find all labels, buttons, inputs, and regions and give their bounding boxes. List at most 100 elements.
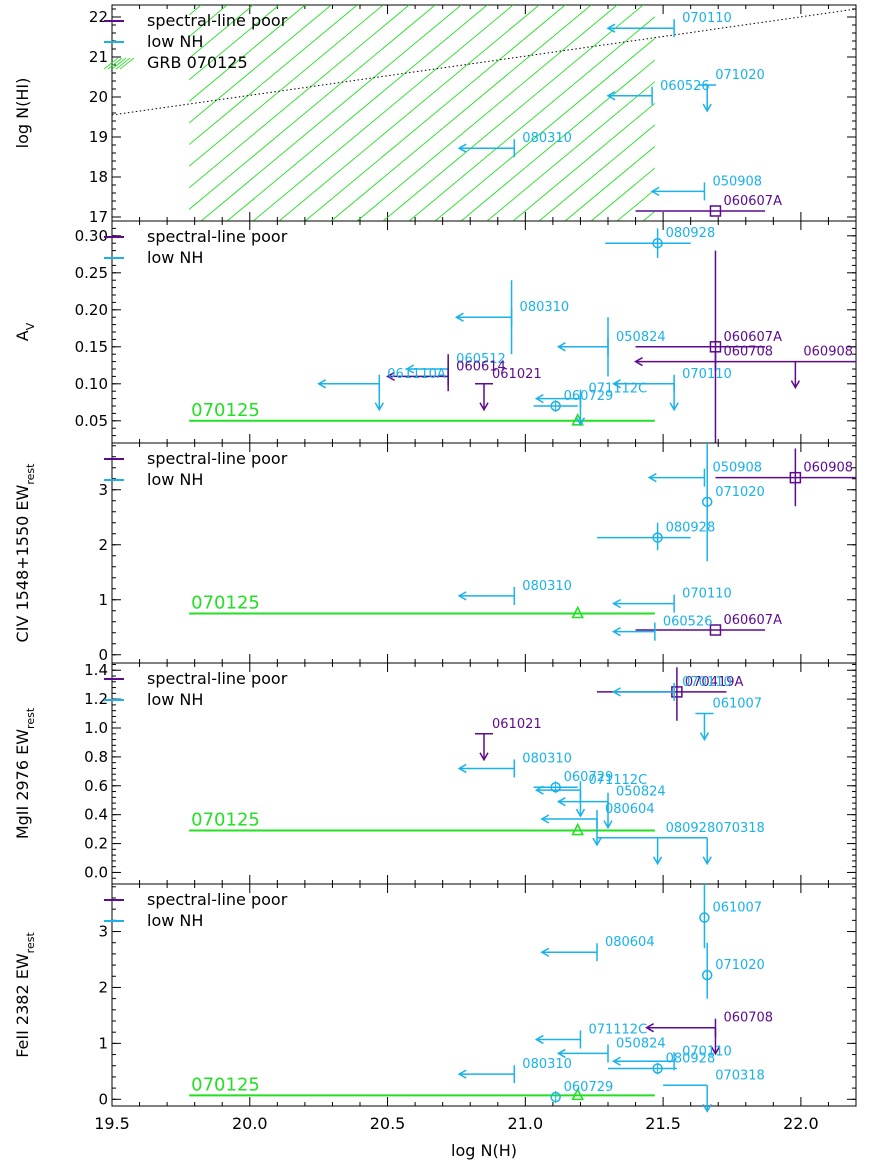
point-060729: 060729 [533,389,614,412]
left-arrow [454,312,464,322]
hatch-line [330,5,592,221]
down-arrow [699,732,710,742]
point-080928: 080928 [596,821,715,866]
y-axis-label: log N(HI) [13,78,32,149]
y-tick-label: 1.4 [84,661,108,679]
y-tick-label: 0 [98,1090,108,1108]
point-070110: 070110 [611,1044,732,1071]
point-050824: 050824 [556,785,666,830]
y-tick-label: 0.10 [75,375,108,393]
point-label: 070419A [685,675,744,690]
point-label: 071020 [715,485,765,500]
y-tick-label: 0.05 [75,412,108,430]
left-arrow [534,785,544,795]
point-071112C: 071112C [534,773,647,818]
hatch-lines [189,5,872,221]
point-060526: 060526 [611,615,712,641]
y-tick-label: 1.0 [84,719,108,737]
point-label: 080310 [522,579,572,594]
y-tick-label: 21 [89,48,108,66]
point-080928: 080928 [608,1052,715,1075]
point-080310: 080310 [457,751,572,778]
panel-av: 0.050.100.150.200.250.30AVspectral-line … [13,220,857,444]
hatch-line [189,5,436,210]
y-axis-label: CIV 1548+1550 EWrest [13,463,37,643]
hatch-line [189,5,410,189]
point-label: 080310 [520,300,570,315]
down-arrow [702,103,712,113]
point-060708: 060708 [645,1011,773,1056]
down-arrow [652,856,663,866]
y-tick-label: 0.0 [84,863,108,881]
point-label: 080310 [522,1057,572,1072]
x-tick-label: 20.0 [232,1114,268,1133]
point-080928: 080928 [596,521,715,551]
x-tick-label: 20.5 [370,1114,406,1133]
point-label: 060708 [723,1011,773,1026]
left-arrow [534,393,544,404]
point-label: 070318 [715,821,765,836]
legend-label-poor: spectral-line poor [147,11,288,30]
square-marker [709,341,722,353]
hatch-line [252,5,514,221]
y-axis-label: MgII 2976 EWrest [13,707,37,839]
point-label: 080604 [605,802,655,817]
point-label: 050824 [616,1036,666,1051]
point-061021: 061021 [475,717,542,762]
down-arrow [479,752,489,762]
point-label: 060607A [723,330,782,345]
point-label: 060729 [564,389,614,404]
x-tick-label: 19.5 [94,1114,130,1133]
left-arrow [405,364,415,374]
point-label: 071112C [588,1022,647,1037]
panel-frame [111,883,857,1107]
point-060729: 060729 [550,1080,613,1104]
hatch-line [512,102,655,221]
y-tick-label: 1 [98,1034,108,1052]
point-080604: 080604 [540,802,655,847]
y-tick-label: 3 [98,481,108,499]
y-tick-label: 0.20 [75,301,108,319]
y-tick-label: 22 [89,8,108,26]
point-080310: 080310 [457,1057,572,1084]
y-tick-label: 20 [89,88,108,106]
hatch-line [200,5,462,221]
point-label: 060708 [723,345,773,360]
point-label: 070110 [682,1044,732,1059]
left-arrow [645,1023,654,1033]
hatch-line [189,5,254,59]
left-arrow [611,626,621,637]
point-060908: 060908 [715,448,856,507]
point-label: 080310 [522,131,572,146]
y-axis-label: AV [13,322,37,341]
left-arrow [611,1056,621,1066]
hatch-line [590,167,655,221]
x-axis-label: log N(H) [451,1141,517,1160]
point-label: 061007 [712,697,762,712]
down-arrow [669,402,679,412]
hatch-line [382,5,644,221]
y-tick-label: 19 [89,128,108,146]
down-arrow [374,402,384,412]
x-tick-label: 21.5 [645,1114,681,1133]
dotted-reference-line [111,8,857,116]
grb-070125-label: 070125 [191,593,260,614]
legend-hatch-swatch [111,57,127,70]
point-070318: 070318 [657,821,765,866]
point-061110A: 061110A [317,367,446,412]
y-tick-label: 1 [98,591,108,609]
left-arrow [457,143,467,153]
down-arrow [702,856,712,866]
point-080310: 080310 [454,280,570,355]
hatch-line [825,5,872,221]
left-arrow [556,797,566,807]
point-label: 060512 [456,352,506,367]
point-061007: 061007 [695,697,762,742]
point-050908: 050908 [650,174,762,201]
point-080310: 080310 [457,131,572,158]
left-arrow [317,379,327,389]
grb-070125-point [571,822,584,836]
point-label: 060607A [723,194,782,209]
left-arrow [457,1069,467,1079]
